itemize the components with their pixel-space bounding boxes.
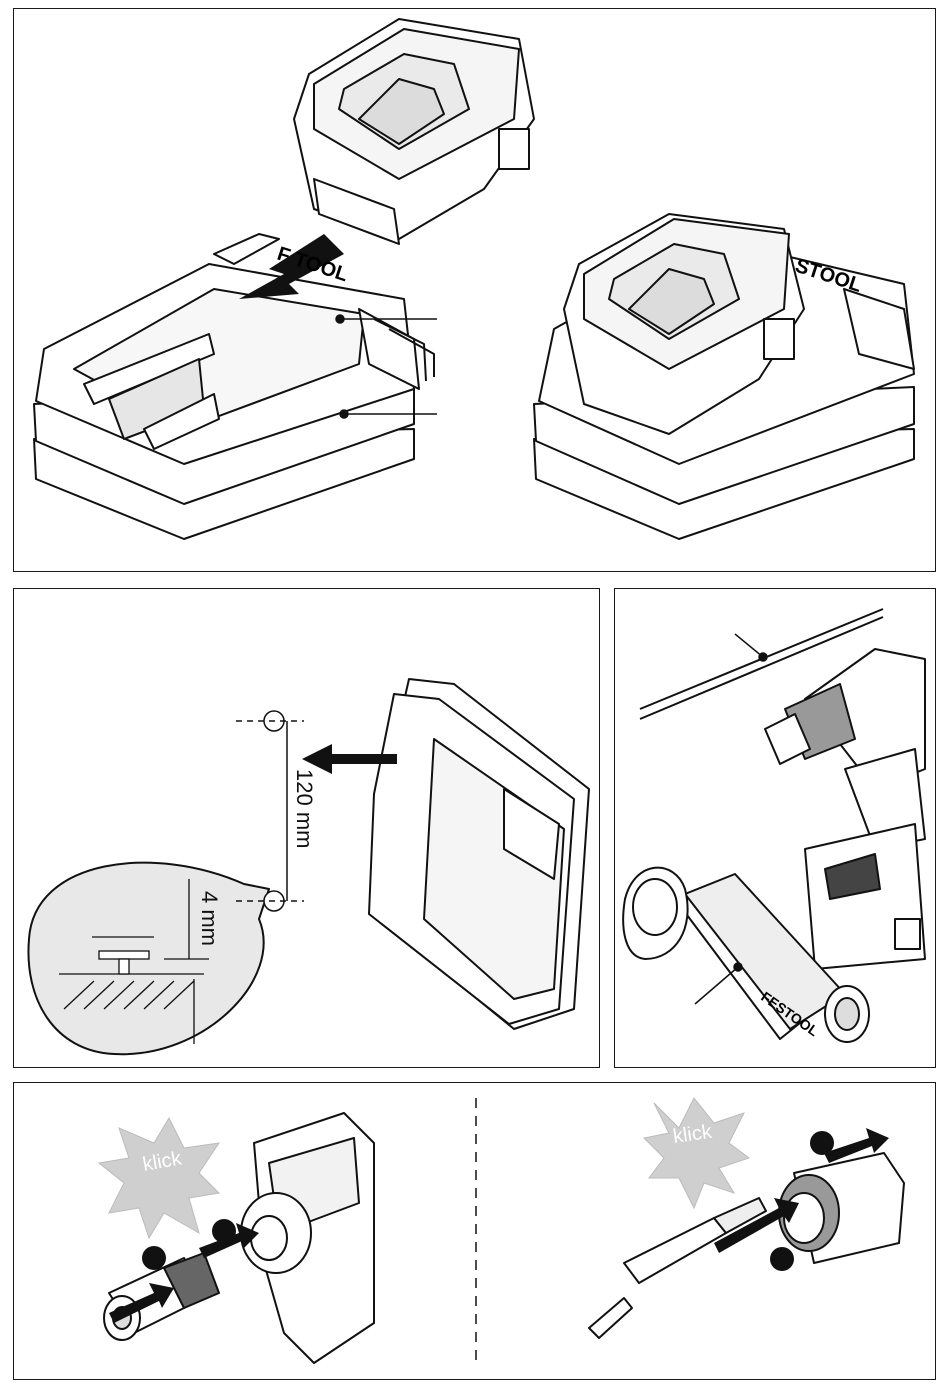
step-marker (810, 1131, 834, 1155)
figure-panel-mounting: 120 mm 4 mm (13, 588, 600, 1068)
dimension-gap: 4 mm (197, 891, 222, 946)
figure-panel-charger: F TOOL STOOL (13, 8, 936, 572)
charger-illustration: F TOOL STOOL (14, 9, 937, 573)
figure-panel-chuck: klick klick (13, 1082, 936, 1380)
klick-burst-icon (99, 1118, 219, 1238)
step-marker (212, 1219, 236, 1243)
side-handle-illustration: FESTOOL (615, 589, 937, 1069)
figure-panel-side-handle: FESTOOL (614, 588, 936, 1068)
step-marker (770, 1247, 794, 1271)
mounting-illustration: 120 mm 4 mm (14, 589, 601, 1069)
step-marker (142, 1246, 166, 1270)
chuck-illustration: klick klick (14, 1083, 937, 1381)
klick-burst-icon (644, 1098, 749, 1208)
dimension-spacing: 120 mm (292, 769, 317, 848)
